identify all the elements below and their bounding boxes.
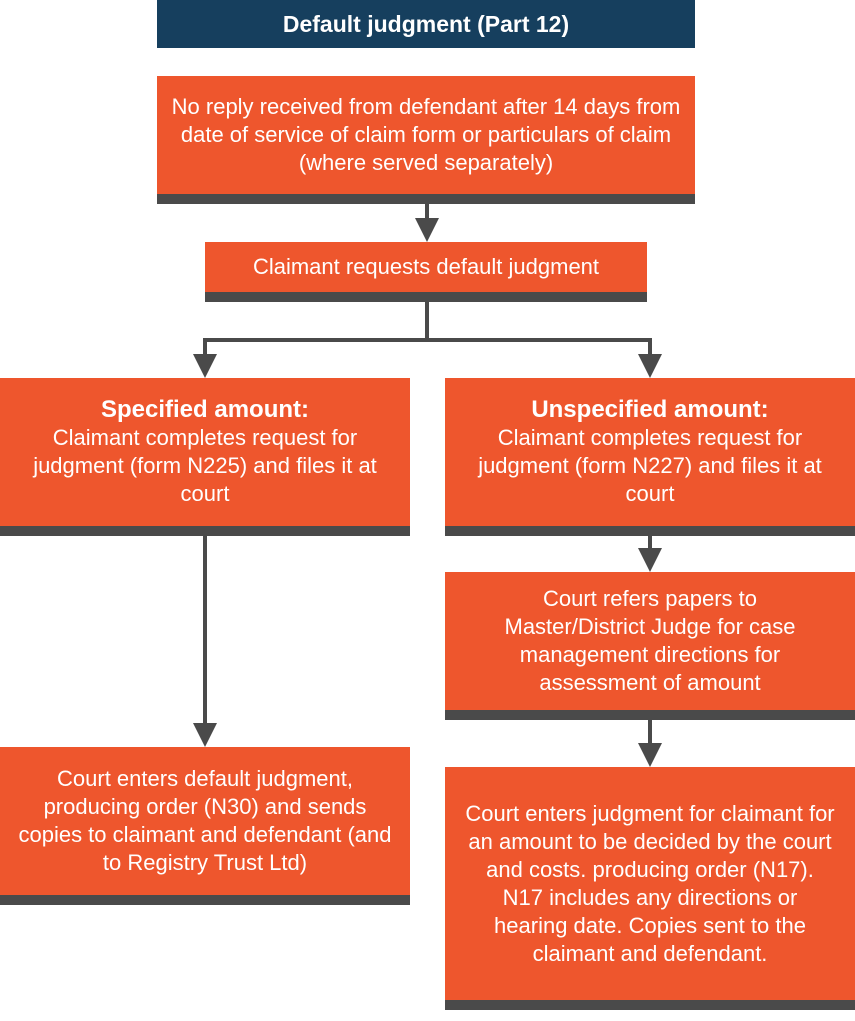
unspecified-title: Unspecified amount: (531, 396, 769, 423)
enters-default-box: Court enters default judgment, producing… (0, 747, 410, 905)
enters-unspecified-text: Court enters judgment for claimant for a… (465, 800, 835, 966)
connector-split (193, 302, 429, 378)
diagram-title: Default judgment (Part 12) (157, 0, 695, 48)
request-box: Claimant requests default judgment (205, 242, 647, 302)
unspecified-text: Claimant completes request for judgment … (478, 425, 822, 506)
specified-box: Specified amount: Claimant completes req… (0, 378, 410, 536)
enters-default-text: Court enters default judgment, producing… (18, 766, 392, 875)
no-reply-text: No reply received from defendant after 1… (171, 94, 681, 175)
unspecified-box: Unspecified amount: Claimant completes r… (445, 378, 855, 536)
enters-unspecified-box: Court enters judgment for claimant for a… (445, 767, 855, 1010)
no-reply-box: No reply received from defendant after 1… (157, 76, 695, 204)
connector-split-right (427, 338, 662, 378)
refers-box: Court refers papers to Master/District J… (445, 572, 855, 720)
refers-text: Court refers papers to Master/District J… (504, 586, 796, 695)
request-text: Claimant requests default judgment (252, 254, 600, 279)
specified-title: Specified amount: (100, 396, 310, 423)
specified-text: Claimant completes request for judgment … (33, 425, 377, 506)
